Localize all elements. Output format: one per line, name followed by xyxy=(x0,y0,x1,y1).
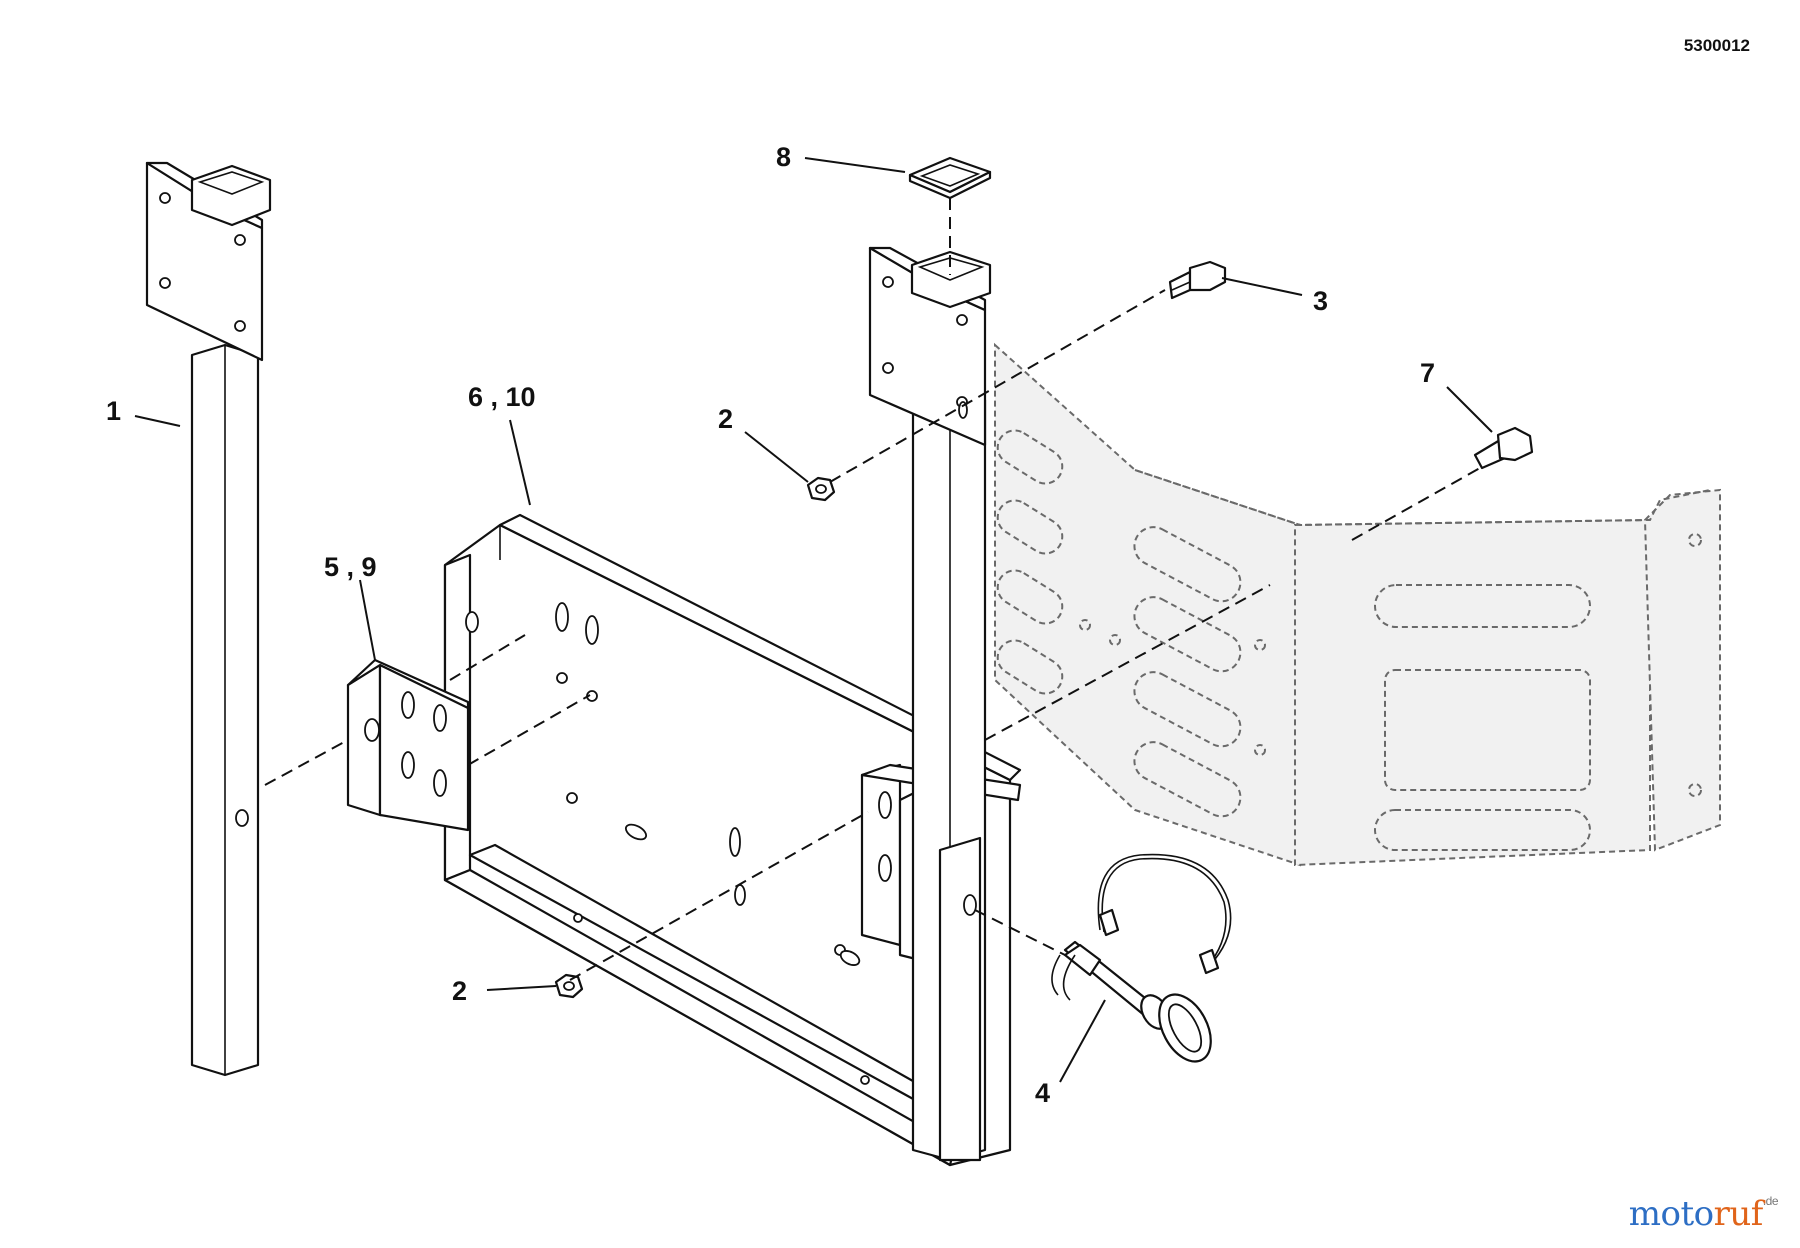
callout-2-upper: 2 xyxy=(718,404,733,434)
part-3-bolt xyxy=(1168,260,1227,300)
callout-labels: 1 2 2 3 4 5 , 9 6 , 10 7 8 xyxy=(106,142,1435,1108)
callout-6-10: 6 , 10 xyxy=(468,382,536,412)
assembly-dash-lines xyxy=(264,198,1481,981)
part-8-square-cap xyxy=(908,156,992,200)
watermark-part2: ruf xyxy=(1713,1194,1764,1234)
watermark-logo: motoruf.de xyxy=(1628,1194,1779,1234)
part-1-left-post xyxy=(145,161,272,1077)
callout-5-9: 5 , 9 xyxy=(324,552,377,582)
part-4-hitch-pin xyxy=(1051,853,1232,1063)
leader-lines xyxy=(134,157,1493,1083)
ghost-mounting-plate xyxy=(994,342,1721,867)
watermark-tld: .de xyxy=(1762,1194,1779,1208)
callout-1: 1 xyxy=(106,396,121,426)
part-6-10-frame-tray xyxy=(443,513,1022,1167)
callout-7: 7 xyxy=(1420,358,1435,388)
callout-8: 8 xyxy=(776,142,791,172)
right-upright-post xyxy=(868,246,992,1162)
part-2-nut-upper xyxy=(806,476,836,502)
callout-4: 4 xyxy=(1035,1078,1050,1108)
part-5-9-angle-bracket xyxy=(346,658,470,832)
part-2-nut-lower xyxy=(554,973,584,999)
callout-3: 3 xyxy=(1313,286,1328,316)
part-7-bolt xyxy=(1473,426,1534,470)
watermark-part1: moto xyxy=(1628,1194,1714,1234)
callout-2-lower: 2 xyxy=(452,976,467,1006)
drawing-number: 5300012 xyxy=(1683,36,1750,55)
